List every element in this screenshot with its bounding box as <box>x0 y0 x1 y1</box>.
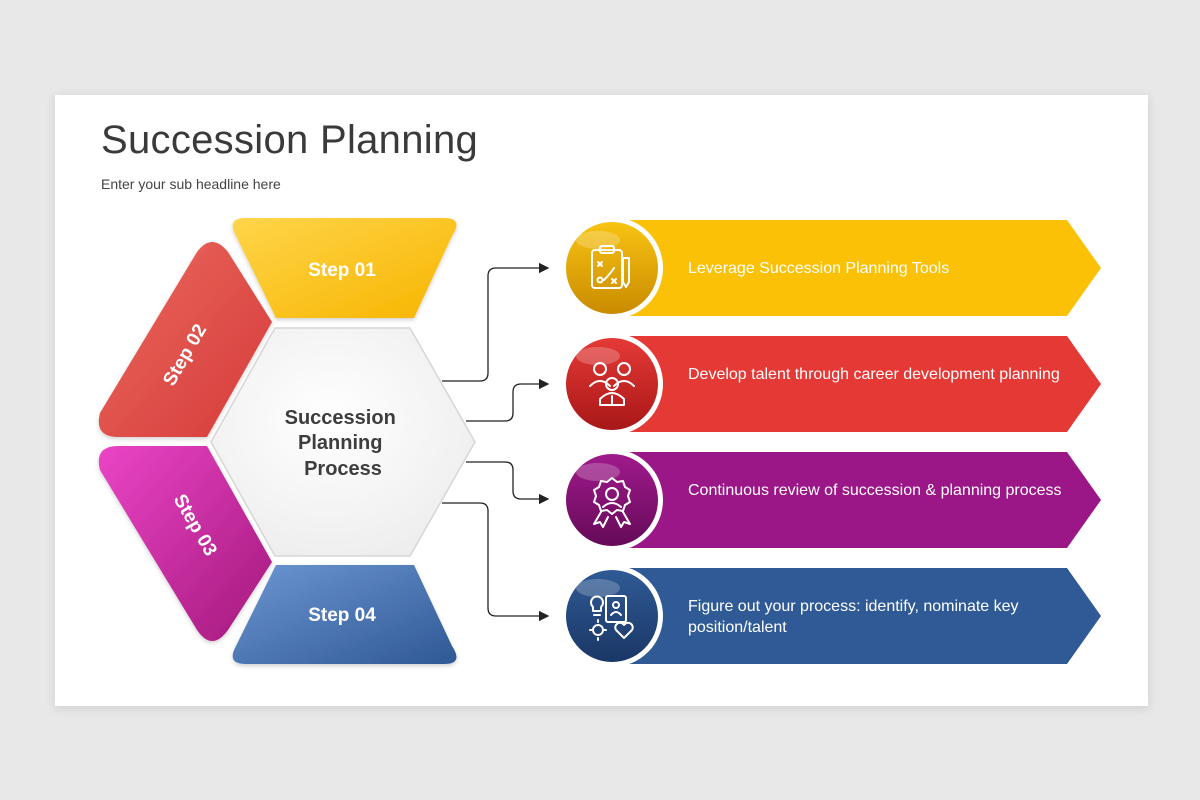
connector-1 <box>442 262 550 382</box>
center-hexagon: Succession Planning Process <box>210 327 476 557</box>
item-2-text: Develop talent through career developmen… <box>688 366 1060 383</box>
circle-2 <box>561 333 663 435</box>
center-line-1: Succession <box>285 407 396 429</box>
circle-1 <box>561 217 663 319</box>
banner-4 <box>612 568 1101 664</box>
circle-3 <box>561 449 663 551</box>
award-badge-icon <box>593 477 631 528</box>
center-title: Succession Planning Process <box>285 407 402 480</box>
center-line-3: Process <box>304 458 382 480</box>
circle-4 <box>561 565 663 667</box>
banner-3 <box>612 452 1101 548</box>
banner-1 <box>612 220 1101 316</box>
item-4-text: Figure out your process: identify, nomin… <box>688 598 1019 636</box>
clipboard-strategy-icon <box>591 245 630 289</box>
team-people-icon <box>589 362 635 406</box>
connector-2 <box>466 378 550 422</box>
step-04-segment: Step 04 <box>232 565 457 664</box>
step-04-label: Step 04 <box>308 605 376 626</box>
step-01-label: Step 01 <box>308 260 376 281</box>
page-title: Succession Planning <box>101 118 479 162</box>
step-02-segment: Step 02 <box>98 242 272 437</box>
step-03-segment: Step 03 <box>98 446 272 641</box>
connector-3 <box>466 461 550 505</box>
banner-2 <box>612 336 1101 432</box>
page-subtitle: Enter your sub headline here <box>101 176 281 192</box>
connectors <box>442 262 550 622</box>
item-1-text: Leverage Succession Planning Tools <box>688 260 950 277</box>
step-01-segment: Step 01 <box>232 218 457 318</box>
idea-process-icon <box>589 595 634 641</box>
connector-4 <box>442 502 550 622</box>
item-3-text: Continuous review of succession & planni… <box>688 482 1062 499</box>
center-line-2: Planning <box>298 432 382 454</box>
